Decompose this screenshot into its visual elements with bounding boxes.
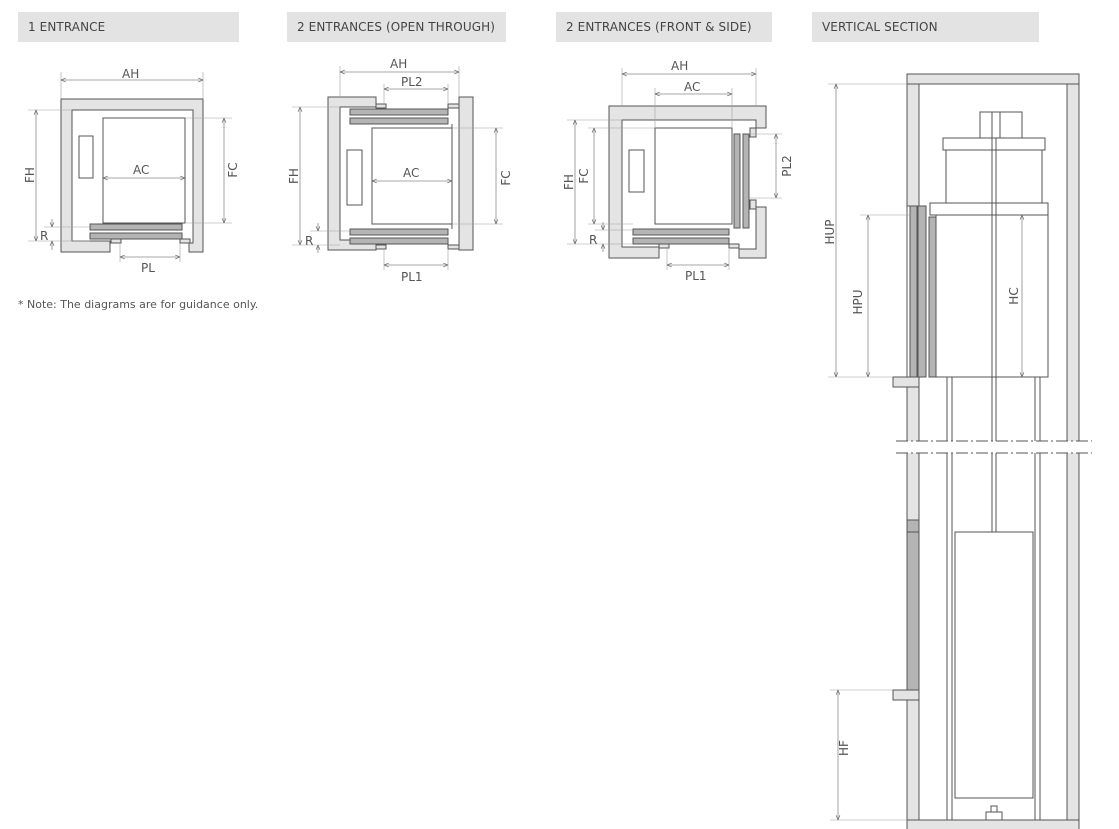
landing-door-front <box>632 237 730 245</box>
landing-slab-top <box>892 376 920 388</box>
car-roof <box>929 202 1049 216</box>
pit-floor <box>906 819 1080 829</box>
car-door-side <box>733 133 741 229</box>
car-door-top <box>349 117 449 125</box>
label-pl1: PL1 <box>401 270 423 284</box>
jamb <box>728 243 740 249</box>
label-pl2: PL2 <box>401 75 423 89</box>
label-pl1: PL1 <box>685 269 707 283</box>
label-fh: FH <box>23 167 37 183</box>
jamb <box>749 199 757 210</box>
header-vertical-section: VERTICAL SECTION <box>812 12 1039 42</box>
shaft-wall-left <box>327 96 377 251</box>
label-fc: FC <box>499 170 513 185</box>
label-r: R <box>589 233 597 247</box>
label-ah: AH <box>122 67 139 81</box>
counterweight <box>346 149 363 206</box>
landing-door-bottom <box>906 519 920 691</box>
landing-door-top <box>349 108 449 116</box>
jamb <box>375 103 387 109</box>
label-fh: FH <box>562 174 576 190</box>
landing-door-side <box>742 133 750 229</box>
buffer <box>985 811 1003 821</box>
car-door-bottom <box>349 228 449 236</box>
label-fc: FC <box>226 162 240 177</box>
jamb <box>447 103 460 109</box>
car-outline <box>654 127 733 225</box>
shaft-ceiling <box>906 73 1080 85</box>
label-hc: HC <box>1007 287 1021 304</box>
counterweight <box>954 531 1034 799</box>
label-ac: AC <box>684 80 700 94</box>
jamb <box>375 244 387 250</box>
header-open-through: 2 ENTRANCES (OPEN THROUGH) <box>287 12 506 42</box>
label-r: R <box>305 234 313 248</box>
label-fh: FH <box>287 168 301 184</box>
label-hpu: HPU <box>851 289 865 314</box>
car-door <box>89 223 183 231</box>
label-hf: HF <box>837 740 851 756</box>
guidance-note: * Note: The diagrams are for guidance on… <box>18 298 259 311</box>
shaft-wall-right <box>458 96 474 251</box>
landing-slab-bottom <box>892 689 920 701</box>
plan-front-side: AH AC FH FC R PL2 PL1 <box>562 59 794 283</box>
label-ah: AH <box>671 59 688 73</box>
jamb <box>749 127 757 138</box>
landing-door-top <box>909 205 918 378</box>
label-fc: FC <box>577 168 591 183</box>
shaft-wall-corner <box>738 206 767 259</box>
label-r: R <box>40 229 48 243</box>
pit-wall-left <box>906 699 920 821</box>
car-outline <box>102 117 186 224</box>
counterweight <box>78 135 94 179</box>
landing-door-top-2 <box>917 205 927 378</box>
jamb <box>447 244 460 250</box>
counterweight <box>628 149 645 193</box>
jamb-right <box>179 238 191 244</box>
jamb <box>658 243 670 249</box>
plan-1-entrance: AH AC FH FC R PL <box>23 67 240 275</box>
plan-open-through: AH PL2 AC FH FC R PL1 <box>287 57 513 284</box>
label-pl: PL <box>141 261 155 275</box>
label-pl2: PL2 <box>780 155 794 177</box>
buffer-head <box>990 805 998 813</box>
shaft-wall <box>60 98 204 253</box>
vertical-section: HUP HPU HC HF <box>823 73 1092 829</box>
label-ac: AC <box>133 163 149 177</box>
car-crosshead <box>942 137 1046 151</box>
header-1-entrance: 1 ENTRANCE <box>18 12 239 42</box>
header-front-side: 2 ENTRANCES (FRONT & SIDE) <box>556 12 772 42</box>
label-ac: AC <box>403 166 419 180</box>
car-door <box>928 216 937 378</box>
landing-door <box>89 232 183 240</box>
jamb-left <box>110 238 122 244</box>
car-door-front <box>632 228 730 236</box>
label-hup: HUP <box>823 219 837 244</box>
label-ah: AH <box>390 57 407 71</box>
landing-door-bottom <box>349 237 449 245</box>
machine <box>979 111 1023 139</box>
